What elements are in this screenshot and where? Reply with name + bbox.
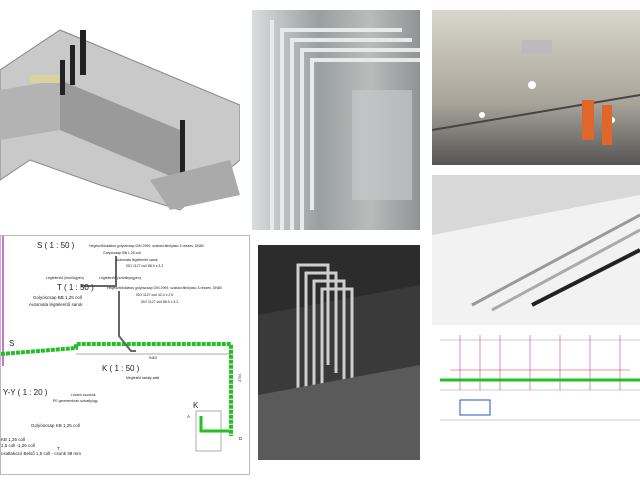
label-s: S bbox=[9, 339, 15, 348]
photo-ceiling bbox=[432, 10, 640, 165]
dimension: 2704 bbox=[237, 374, 242, 382]
label-k: K bbox=[193, 401, 199, 410]
section-s-title: S ( 1 : 50 ) bbox=[37, 241, 75, 250]
label-d: D bbox=[239, 436, 243, 441]
note: Automata légtelenítő sarok bbox=[116, 258, 158, 262]
render-ceiling-pipes bbox=[432, 175, 640, 325]
note: Hegesztőtoldatos golyóscsap DIN 2999, sz… bbox=[89, 244, 204, 248]
note: ISO 1127 cső 88.9 x 3.2 bbox=[126, 264, 164, 268]
label-a: A bbox=[187, 414, 191, 419]
note: Légtelenítő (leürítőgyen) bbox=[46, 276, 84, 280]
note: ISO 1127 cső 42.4 x 2.6 bbox=[136, 293, 174, 297]
note: Légtelenítő (szivattyúgyen) bbox=[99, 276, 141, 280]
model-3d-overview bbox=[0, 10, 240, 230]
note: 1,5 coll -1,25 coll bbox=[1, 443, 35, 448]
pipes-photo-drawing bbox=[270, 20, 420, 230]
render-pipes-drawing bbox=[432, 195, 640, 325]
section-yy-title: Y-Y ( 1 : 20 ) bbox=[3, 388, 48, 397]
note: Lezáró csonkok bbox=[71, 393, 96, 397]
photo-pipes-wall bbox=[252, 10, 420, 230]
section-k-title: K ( 1 : 50 ) bbox=[102, 364, 140, 373]
technical-drawing: S ( 1 : 50 ) Hegesztőtoldatos golyóscsap… bbox=[0, 235, 250, 475]
section-t-title: T ( 1 : 50 ) bbox=[57, 283, 94, 292]
note: KB 1,25 coll bbox=[1, 437, 26, 442]
note: Golyóscsap BB 1,25 coll bbox=[33, 295, 82, 300]
render-pipe-bends bbox=[258, 245, 420, 460]
note: Hegesztőtoldatos golyóscsap DIN 2999, sz… bbox=[107, 286, 222, 290]
cad-floor-plan bbox=[440, 330, 640, 470]
note: Automata légtelenítő sarok bbox=[29, 302, 83, 307]
dimension: 9463 bbox=[149, 356, 157, 360]
note: ISO 1127 cső 88.9 x 3.2 bbox=[141, 300, 179, 304]
note: PE geomembrán szivattyúgy. bbox=[53, 399, 99, 403]
pipe-route-drawing bbox=[1, 236, 233, 452]
label-t: T bbox=[57, 446, 60, 451]
cad-plan-drawing bbox=[440, 335, 640, 421]
ceiling-photo-drawing bbox=[432, 40, 640, 145]
note: Golyóscsap KB 1,25 coll bbox=[31, 423, 80, 428]
note: Golyóscsap BB 1,25 coll bbox=[103, 251, 141, 255]
pipe-bends-drawing bbox=[258, 245, 420, 460]
note: csatlakozó Belső 1,5 coll - csonk 38 mm bbox=[1, 451, 82, 456]
note: Megfelelő tartály alatt bbox=[126, 376, 160, 380]
model-3d-drawing bbox=[0, 29, 240, 211]
